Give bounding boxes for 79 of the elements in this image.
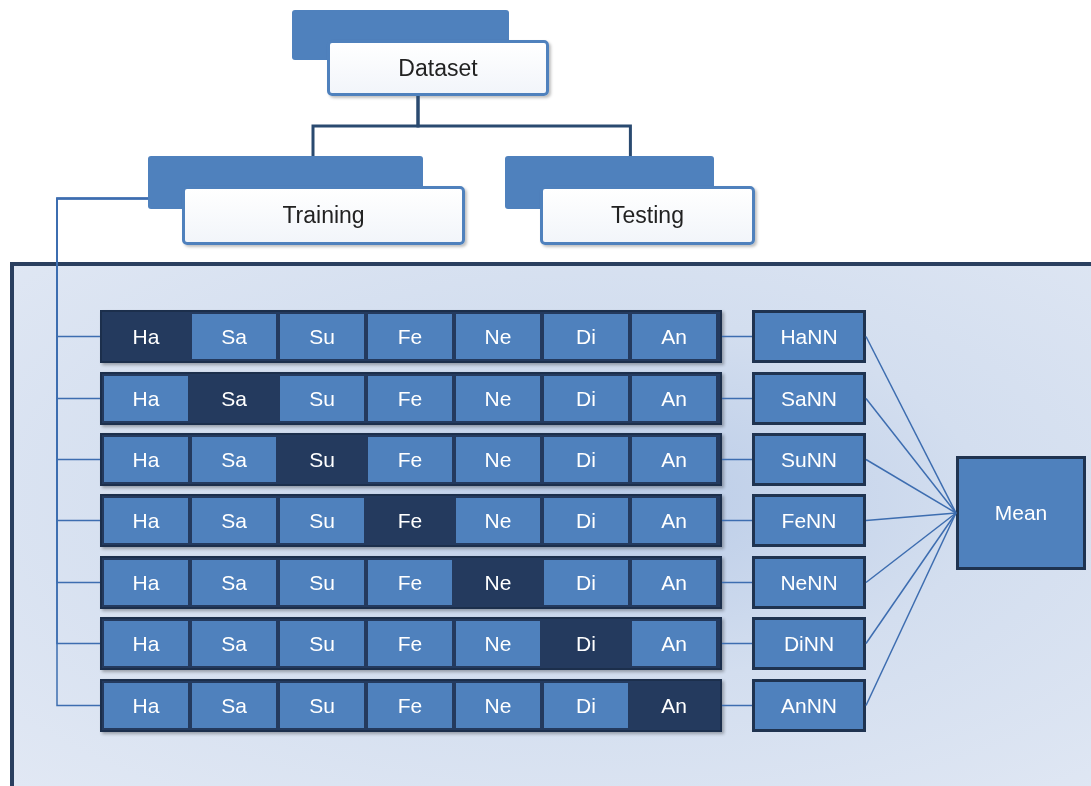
model-box: AnNN — [752, 679, 866, 732]
row-bar — [100, 310, 722, 363]
model-box: NeNN — [752, 556, 866, 609]
model-box: SuNN — [752, 433, 866, 486]
class-cell: Sa — [192, 683, 276, 728]
class-cell: Ha — [104, 621, 188, 666]
class-cell: Sa — [192, 621, 276, 666]
class-cell: Di — [544, 314, 628, 359]
connector-line — [416, 96, 632, 156]
connector-line — [721, 704, 753, 707]
class-cell: Ne — [456, 437, 540, 482]
box-label: Training — [282, 202, 365, 229]
class-cell: Ne — [456, 376, 540, 421]
stacked-label-box — [505, 156, 755, 245]
connector-line — [865, 335, 957, 514]
class-cell: Ha — [104, 498, 188, 543]
class-cell: Di — [544, 683, 628, 728]
class-cell: Sa — [192, 314, 276, 359]
class-cell: Su — [280, 621, 364, 666]
mean-box: Mean — [956, 456, 1086, 570]
class-cell: Su — [280, 683, 364, 728]
box-label: Dataset — [398, 54, 478, 82]
connector-line — [865, 512, 957, 707]
class-cell: Su — [280, 498, 364, 543]
class-cell: Sa — [192, 498, 276, 543]
connector-line — [865, 512, 957, 522]
class-cell: Ne — [456, 621, 540, 666]
class-cell: Di — [544, 437, 628, 482]
class-cell: An — [632, 621, 716, 666]
connector-line — [865, 512, 957, 645]
model-box: SaNN — [752, 372, 866, 425]
model-box: HaNN — [752, 310, 866, 363]
model-box: DiNN — [752, 617, 866, 670]
class-cell: Su — [280, 560, 364, 605]
connector-line — [865, 512, 957, 584]
class-cell: Su — [280, 376, 364, 421]
row-bar — [100, 372, 722, 425]
row-bar — [100, 679, 722, 732]
class-cell: Fe — [368, 437, 452, 482]
connector-line — [721, 397, 753, 400]
class-cell: Di — [544, 376, 628, 421]
row-bar — [100, 494, 722, 547]
connector-line — [721, 581, 753, 584]
class-cell: Ha — [104, 376, 188, 421]
row-bar — [100, 433, 722, 486]
class-cell: An — [632, 314, 716, 359]
class-cell: Di — [544, 560, 628, 605]
class-cell: Ha — [104, 560, 188, 605]
connector-line — [865, 397, 957, 514]
class-cell: Fe — [368, 560, 452, 605]
class-cell: Fe — [368, 621, 452, 666]
class-cell: An — [632, 560, 716, 605]
class-cell: Ne — [456, 683, 540, 728]
class-cell: Su — [280, 314, 364, 359]
class-cell: Ne — [456, 314, 540, 359]
class-cell: Fe — [368, 314, 452, 359]
connector-line — [721, 519, 753, 522]
class-cell: An — [632, 498, 716, 543]
class-cell: Ne — [456, 498, 540, 543]
stacked-label-box — [292, 10, 549, 96]
model-box: FeNN — [752, 494, 866, 547]
stacked-label-box — [148, 156, 465, 245]
connector-line — [721, 642, 753, 645]
class-cell: Ha — [104, 683, 188, 728]
class-cell: Sa — [192, 560, 276, 605]
class-cell: An — [632, 437, 716, 482]
class-cell: Di — [544, 498, 628, 543]
class-cell: Fe — [368, 683, 452, 728]
row-bar — [100, 556, 722, 609]
class-cell: Ha — [104, 437, 188, 482]
class-cell: An — [632, 376, 716, 421]
class-cell: Sa — [192, 437, 276, 482]
row-bar — [100, 617, 722, 670]
connector-line — [865, 458, 957, 514]
connector-line — [721, 458, 753, 461]
connector-line — [721, 335, 753, 338]
box-label: Testing — [611, 202, 684, 229]
class-cell: Fe — [368, 376, 452, 421]
panel-background — [10, 262, 1091, 786]
